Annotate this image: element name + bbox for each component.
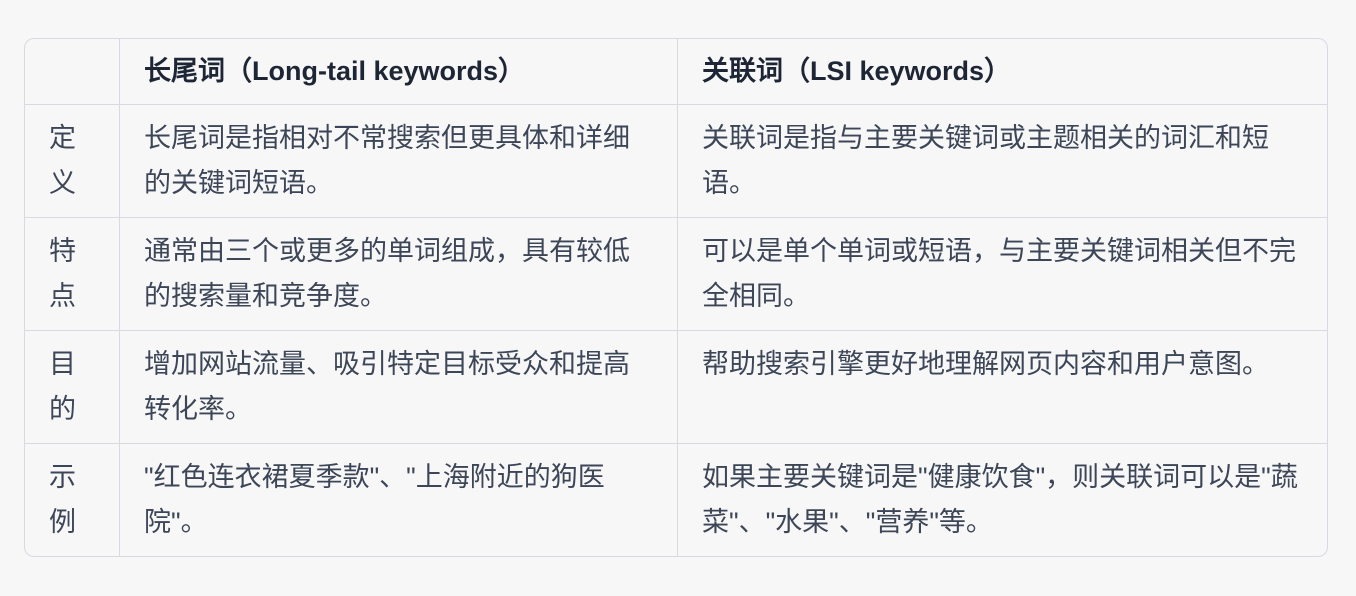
cell-example-lsi: 如果主要关键词是"健康饮食"，则关联词可以是"蔬菜"、"水果"、"营养"等。 (677, 444, 1327, 556)
row-label-characteristics: 特点 (25, 218, 119, 331)
cell-definition-long-tail: 长尾词是指相对不常搜索但更具体和详细的关键词短语。 (119, 105, 677, 218)
table-row-purpose: 目的 增加网站流量、吸引特定目标受众和提高转化率。 帮助搜索引擎更好地理解网页内… (25, 331, 1327, 444)
cell-characteristics-long-tail: 通常由三个或更多的单词组成，具有较低的搜索量和竞争度。 (119, 218, 677, 331)
cell-purpose-lsi: 帮助搜索引擎更好地理解网页内容和用户意图。 (677, 331, 1327, 444)
row-label-purpose: 目的 (25, 331, 119, 444)
comparison-table: 长尾词（Long-tail keywords） 关联词（LSI keywords… (24, 38, 1328, 557)
table-header-row: 长尾词（Long-tail keywords） 关联词（LSI keywords… (25, 39, 1327, 105)
table-row-characteristics: 特点 通常由三个或更多的单词组成，具有较低的搜索量和竞争度。 可以是单个单词或短… (25, 218, 1327, 331)
row-label-example: 示例 (49, 462, 76, 537)
table-row-example: 示例 "红色连衣裙夏季款"、"上海附近的狗医院"。 如果主要关键词是"健康饮食"… (25, 444, 1327, 556)
cell-example-long-tail: "红色连衣裙夏季款"、"上海附近的狗医院"。 (119, 444, 677, 556)
table-row-definition: 定义 长尾词是指相对不常搜索但更具体和详细的关键词短语。 关联词是指与主要关键词… (25, 105, 1327, 218)
cell-definition-lsi: 关联词是指与主要关键词或主题相关的词汇和短语。 (677, 105, 1327, 218)
column-header-lsi-keywords: 关联词（LSI keywords） (677, 39, 1327, 105)
column-header-long-tail-keywords: 长尾词（Long-tail keywords） (119, 39, 677, 105)
empty-corner-header-cell (25, 39, 119, 105)
cell-purpose-long-tail: 增加网站流量、吸引特定目标受众和提高转化率。 (119, 331, 677, 444)
row-label-definition: 定义 (25, 105, 119, 218)
cell-characteristics-lsi: 可以是单个单词或短语，与主要关键词相关但不完全相同。 (677, 218, 1327, 331)
